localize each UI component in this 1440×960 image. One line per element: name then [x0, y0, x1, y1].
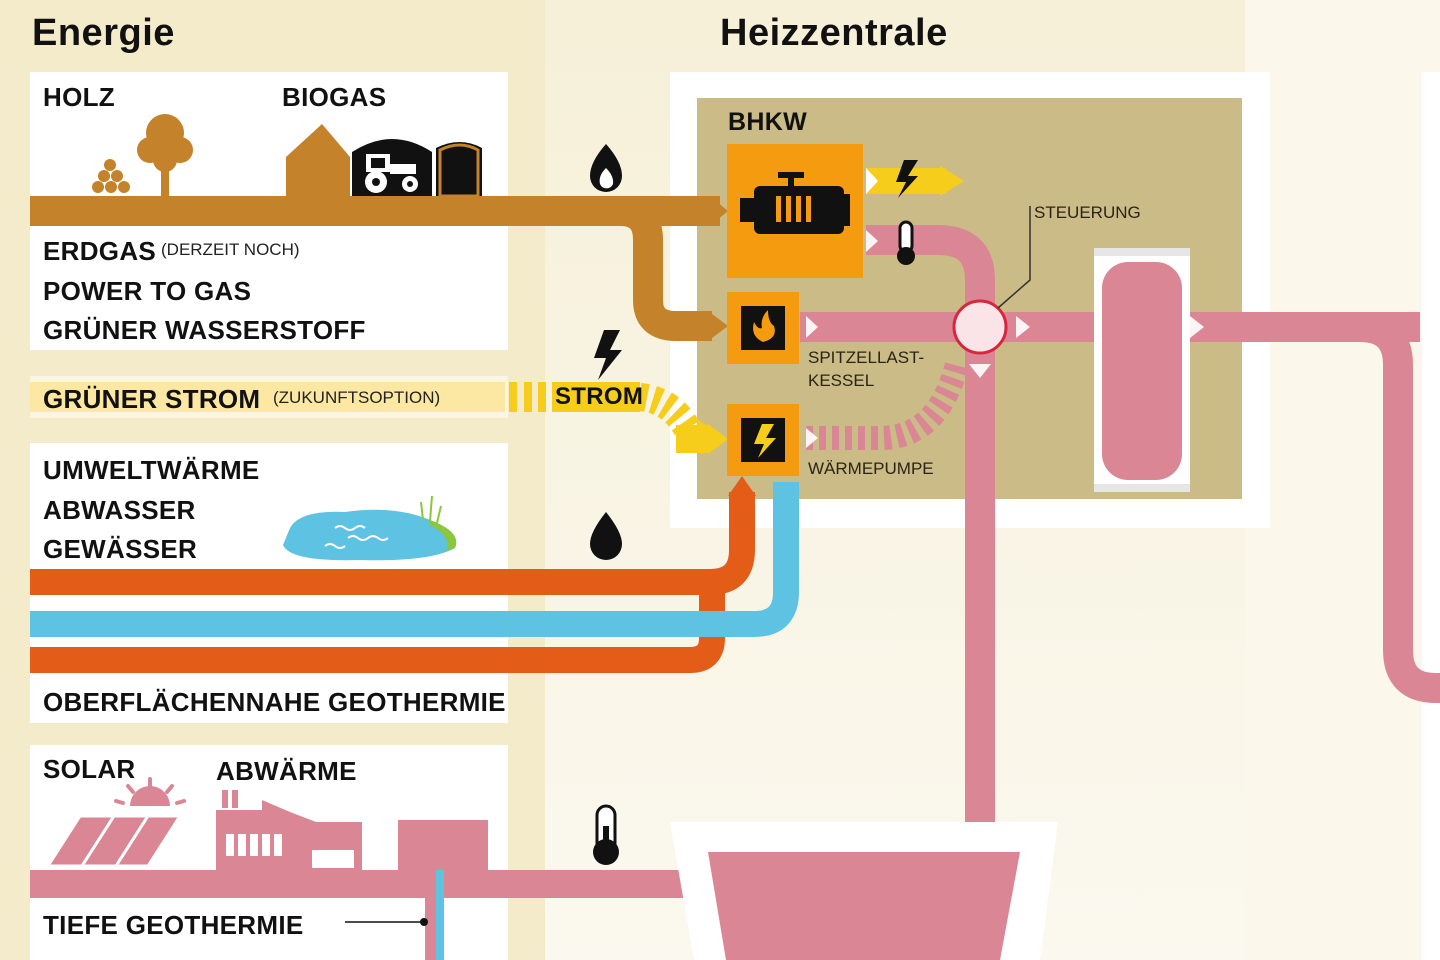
label-erdgas: ERDGAS [43, 236, 157, 266]
storage-tank-icon [1094, 248, 1190, 492]
heat-flow [30, 225, 1440, 960]
engine-cylinders [776, 196, 811, 222]
control-valve-icon [952, 299, 1008, 355]
label-steuerung: STEUERUNG [1034, 203, 1141, 222]
label-erdgas-note: (DERZEIT NOCH) [161, 240, 300, 259]
label-gewaesser: GEWÄSSER [43, 534, 198, 564]
water-waves [324, 525, 389, 549]
label-gruener-strom: GRÜNER STROM [43, 384, 261, 414]
energie-title: Energie [32, 12, 175, 54]
fuel-flow [30, 196, 720, 226]
tractor-wheel-hubs [371, 158, 413, 187]
thermometer-icon [593, 804, 619, 865]
label-spitzenlast-line2: KESSEL [808, 371, 875, 390]
bhkw-thermometer-icon [897, 220, 915, 265]
solar-panel-icon [45, 814, 183, 868]
label-strom: STROM [555, 383, 644, 410]
strom-flow [30, 382, 728, 454]
oberflaeche-flow [30, 476, 799, 673]
silo-icon [436, 142, 482, 196]
tree-icon [137, 114, 193, 198]
label-oberflaechennahe-geothermie: OBERFLÄCHENNAHE GEOTHERMIE [43, 687, 506, 717]
label-gruener-wasserstoff: GRÜNER WASSERSTOFF [43, 315, 366, 345]
label-tiefe-geothermie: TIEFE GEOTHERMIE [43, 910, 304, 940]
pumpe-lightning-icon [754, 424, 776, 458]
label-waermepumpe: WÄRMEPUMPE [808, 459, 934, 478]
label-abwasser: ABWASSER [43, 495, 196, 525]
sun-icon [114, 777, 186, 806]
label-holz: HOLZ [43, 82, 115, 112]
label-spitzenlast-line1: SPITZELLAST- [808, 348, 925, 367]
barn-icon [286, 124, 350, 196]
label-gruener-strom-note: (ZUKUNFTSOPTION) [273, 388, 441, 407]
factory-windows [226, 834, 354, 868]
network-basin [708, 852, 1020, 960]
drop-icon [590, 512, 622, 560]
steuerung-leader [997, 206, 1031, 309]
label-power-to-gas: POWER TO GAS [43, 276, 252, 306]
network-panel [1422, 72, 1440, 960]
fuel-branch-flow [619, 196, 712, 341]
strom-lightning-icon [594, 330, 622, 380]
reeds-icon [420, 495, 442, 524]
wood-pile-icon [92, 159, 130, 193]
pond-icon [283, 509, 457, 561]
label-umweltwaerme: UMWELTWÄRME [43, 455, 260, 485]
heizzentrale-title: Heizzentrale [720, 12, 948, 54]
bhkw-lightning-icon [896, 160, 918, 198]
kessel-flame-icon [753, 310, 775, 342]
label-solar: SOLAR [43, 754, 136, 784]
label-biogas: BIOGAS [282, 82, 387, 112]
label-abwaerme: ABWÄRME [216, 756, 357, 786]
label-bhkw: BHKW [728, 108, 807, 136]
